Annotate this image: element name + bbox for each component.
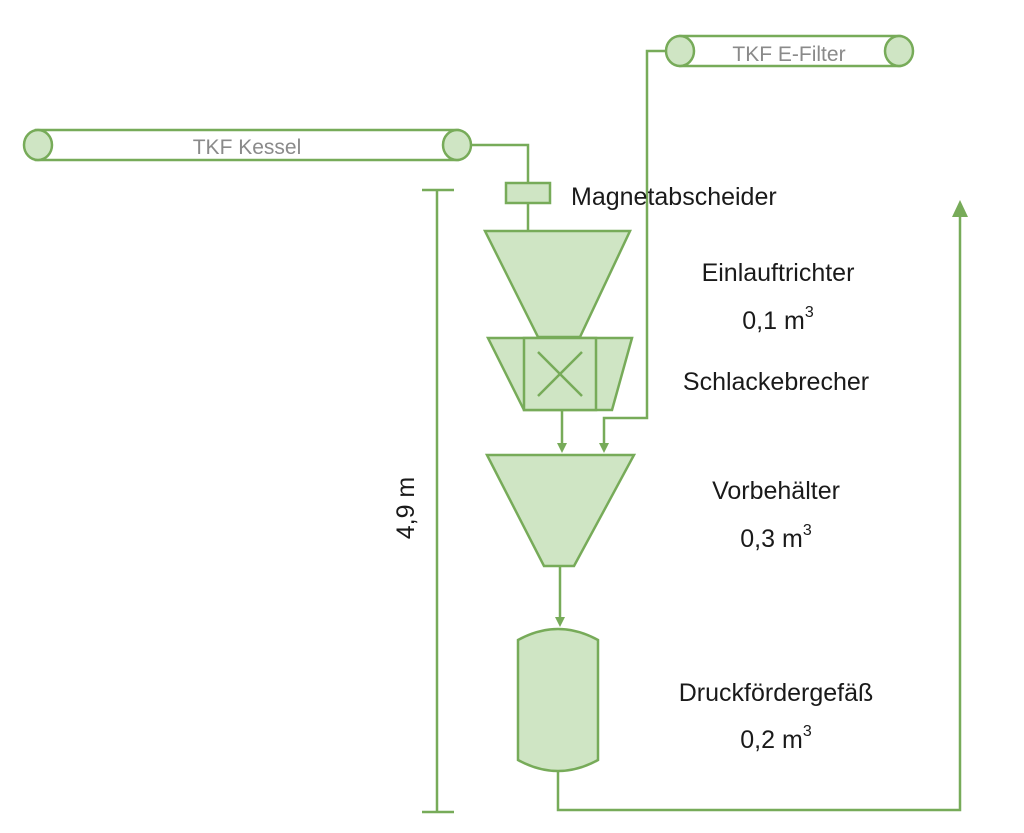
pipe-end-left	[664, 34, 696, 68]
volume-unit-exponent: 3	[803, 522, 812, 539]
pipe-body	[678, 34, 902, 68]
volume-unit-exponent: 3	[805, 304, 814, 321]
pipe-tkf-kessel: TKF Kessel	[22, 128, 473, 162]
line-efilter-to-vorbehaelter	[599, 49, 666, 453]
pipe-label-kessel: TKF Kessel	[193, 136, 302, 159]
volume-value: 0,2 m	[740, 726, 803, 754]
einlauftrichter-shape	[482, 229, 632, 339]
pipe-tkf-e-filter: TKF E-Filter	[664, 34, 915, 68]
dimension-label: 4,9 m	[392, 477, 420, 540]
return-arrowhead-icon	[952, 200, 968, 217]
vorbehaelter-shape	[484, 453, 637, 568]
pipe-end-right	[883, 34, 915, 68]
pipe-end-right	[441, 128, 473, 162]
pipe-end-left	[22, 128, 54, 162]
magnetabscheider-shape	[504, 181, 552, 205]
label-einlauftrichter: Einlauftrichter	[702, 259, 855, 287]
label-vorbehaelter: Vorbehälter	[712, 477, 840, 505]
volume-unit-exponent: 3	[803, 723, 812, 740]
volume-value: 0,1 m	[742, 307, 805, 335]
line-kessel-to-magnet	[471, 143, 530, 182]
schlackebrecher-shape	[485, 336, 634, 412]
volume-value: 0,3 m	[740, 525, 803, 553]
druckfoerdergefaess-shape	[516, 627, 600, 773]
volume-einlauftrichter: 0,1 m3	[742, 304, 814, 335]
line-vessel-return	[556, 212, 962, 812]
volume-druckfoerdergefaess: 0,2 m3	[740, 723, 812, 754]
pipe-label-e-filter: TKF E-Filter	[732, 43, 845, 66]
volume-vorbehaelter: 0,3 m3	[740, 522, 812, 553]
label-druckfoerdergefaess: Druckfördergefäß	[679, 679, 874, 707]
height-dimension: 4,9 m	[392, 188, 454, 814]
crusher-x-line-2	[537, 351, 583, 397]
label-schlackebrecher: Schlackebrecher	[683, 368, 869, 396]
label-magnetabscheider: Magnetabscheider	[571, 183, 777, 211]
